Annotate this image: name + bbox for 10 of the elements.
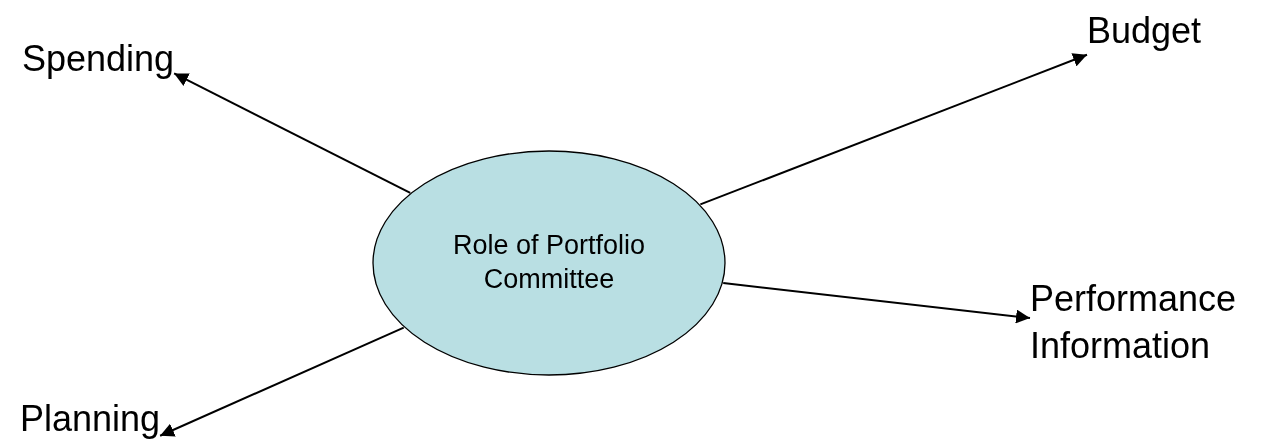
topic-label: Performance Information [1030, 276, 1260, 370]
arrow [173, 72, 412, 194]
topic-label: Spending [22, 36, 175, 83]
topic-ellipse [372, 150, 726, 376]
arrow [699, 53, 1088, 206]
topic-label: Budget [1087, 8, 1202, 55]
arrow [722, 281, 1031, 324]
arrow [159, 326, 405, 437]
topic-label: Planning [20, 396, 161, 442]
topic-label: Role of Portfolio Committee [451, 229, 647, 296]
